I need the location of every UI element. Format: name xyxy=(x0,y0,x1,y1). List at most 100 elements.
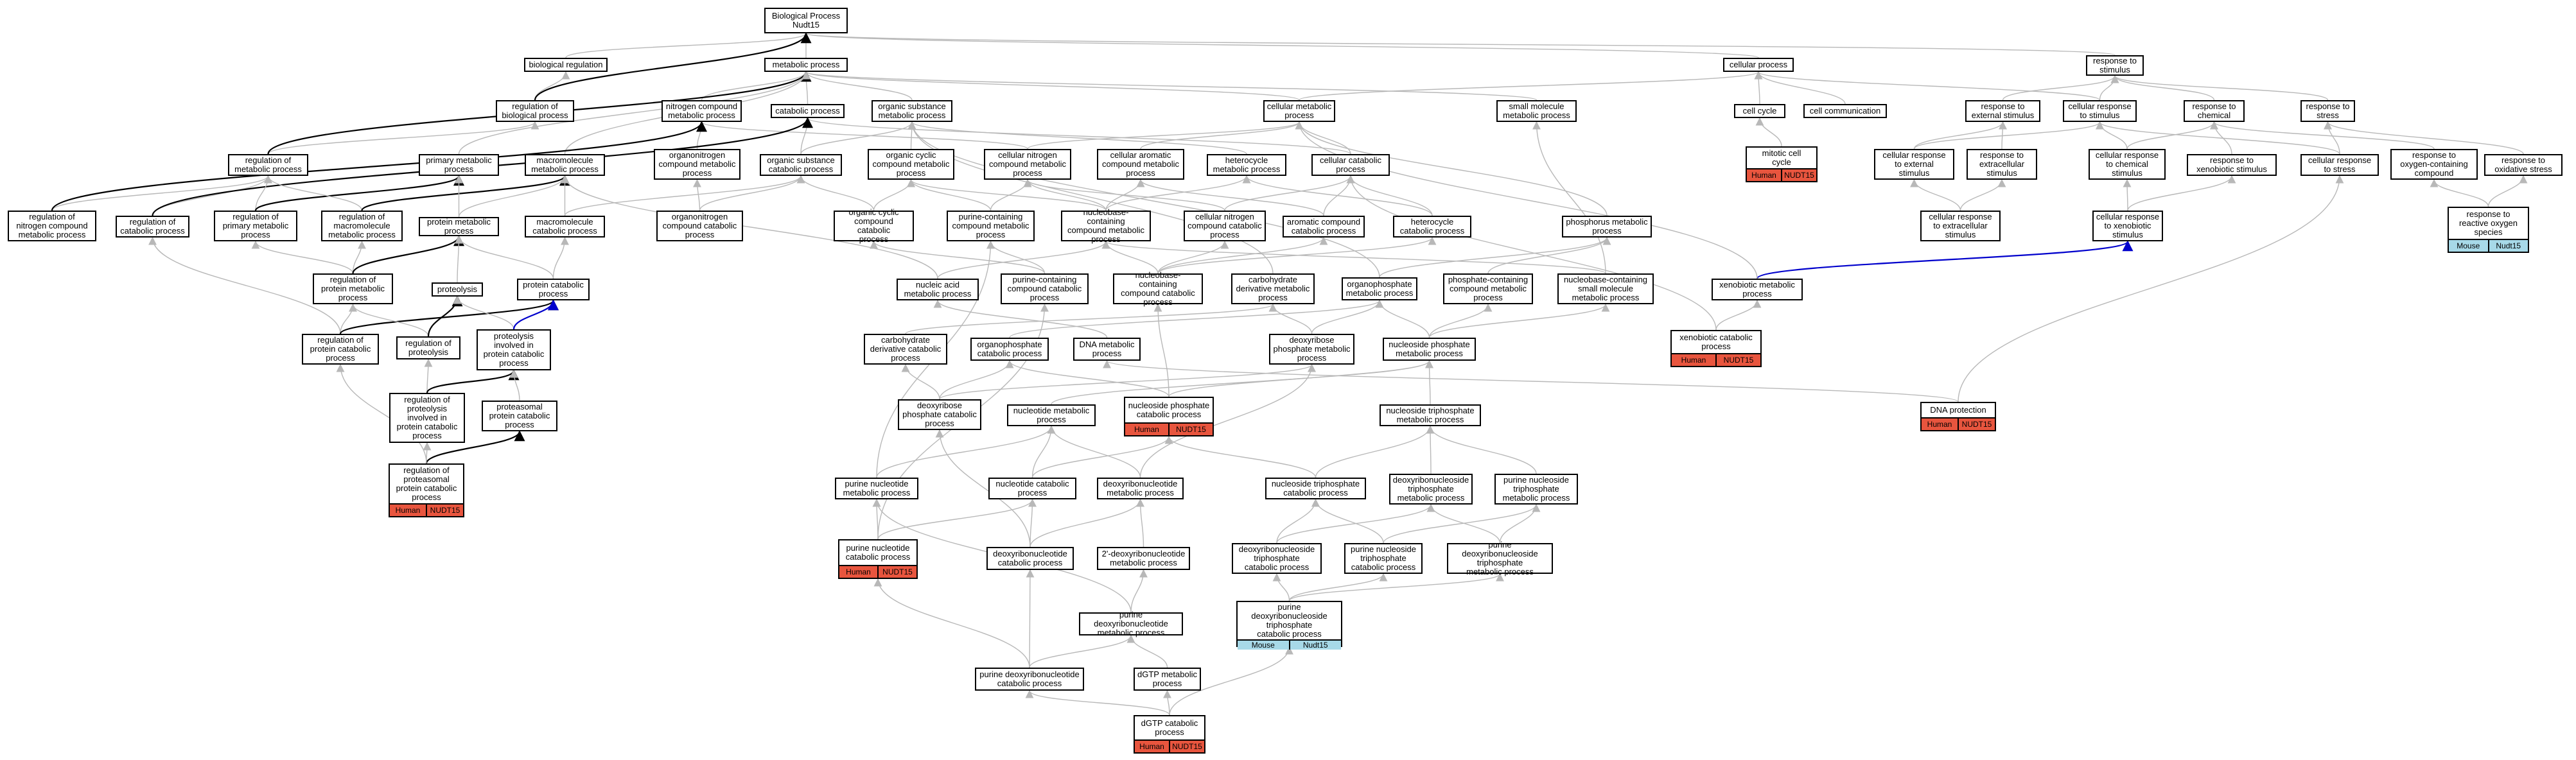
go-term-catabolic-process[interactable]: catabolic process xyxy=(771,104,845,118)
go-term-protein-catabolic-process[interactable]: protein catabolic process xyxy=(517,279,590,300)
go-term-cellular-process[interactable]: cellular process xyxy=(1723,58,1794,72)
go-term-response-to-xenobiotic-stimulus[interactable]: response to xenobiotic stimulus xyxy=(2187,154,2277,176)
go-term-deoxyribonucleoside-triphosphate-metabolic-process[interactable]: deoxyribonucleoside triphosphate metabol… xyxy=(1389,474,1473,505)
go-term-cellular-catabolic-process[interactable]: cellular catabolic process xyxy=(1311,154,1390,176)
go-term-cellular-response-to-xenobiotic-stimulus[interactable]: cellular response to xenobiotic stimulus xyxy=(2092,211,2163,241)
go-term-nucleoside-phosphate-metabolic-process[interactable]: nucleoside phosphate metabolic process xyxy=(1383,338,1476,361)
go-term-purine-deoxyribonucleotide-metabolic-process[interactable]: purine deoxyribonucleotide metabolic pro… xyxy=(1079,610,1183,637)
go-term-response-to-stress[interactable]: response to stress xyxy=(2300,100,2355,122)
go-term-cell-communication[interactable]: cell communication xyxy=(1803,104,1887,118)
go-term-nucleobase-containing-small-molecule-metabolic-process[interactable]: nucleobase-containing small molecule met… xyxy=(1557,273,1654,304)
go-term-phosphate-containing-compound-metabolic-process[interactable]: phosphate-containing compound metabolic … xyxy=(1443,273,1533,304)
go-term-nucleobase-containing-compound-catabolic-process[interactable]: nucleobase-containing compound catabolic… xyxy=(1113,271,1203,307)
go-term-cellular-metabolic-process[interactable]: cellular metabolic process xyxy=(1263,100,1335,122)
go-term-regulation-of-proteolysis-involved-in-protein-catabolic-process[interactable]: regulation of proteolysis involved in pr… xyxy=(389,393,465,443)
go-term-deoxyribonucleotide-metabolic-process[interactable]: deoxyribonucleotide metabolic process xyxy=(1097,478,1184,499)
go-term-purine-nucleotide-metabolic-process[interactable]: purine nucleotide metabolic process xyxy=(835,478,918,499)
go-term-organic-cyclic-compound-metabolic-process[interactable]: organic cyclic compound metabolic proces… xyxy=(868,149,954,180)
go-term-carbohydrate-derivative-metabolic-process[interactable]: carbohydrate derivative metabolic proces… xyxy=(1231,273,1315,304)
go-term-regulation-of-metabolic-process[interactable]: regulation of metabolic process xyxy=(228,154,308,176)
go-term-metabolic-process[interactable]: metabolic process xyxy=(764,58,848,72)
go-term-regulation-of-catabolic-process[interactable]: regulation of catabolic process xyxy=(116,216,189,238)
go-term-primary-metabolic-process[interactable]: primary metabolic process xyxy=(419,154,499,176)
go-term-regulation-of-proteasomal-protein-catabolic-process[interactable]: regulation of proteasomal protein catabo… xyxy=(389,463,464,517)
go-term-organic-cyclic-compound-catabolic-process[interactable]: organic cyclic compound catabolic proces… xyxy=(834,208,914,244)
go-term-response-to-external-stimulus[interactable]: response to external stimulus xyxy=(1965,100,2040,122)
go-term-dna-metabolic-process[interactable]: DNA metabolic process xyxy=(1073,338,1141,361)
edge-organic_cyclic_compound_catabolic_process-to-organic_substance_catabolic_process xyxy=(796,175,875,211)
go-term-response-to-extracellular-stimulus[interactable]: response to extracellular stimulus xyxy=(1967,149,2037,180)
go-term-organonitrogen-compound-metabolic-process[interactable]: organonitrogen compound metabolic proces… xyxy=(654,149,740,180)
go-term-cellular-response-to-stress[interactable]: cellular response to stress xyxy=(2300,154,2379,176)
go-term-cellular-response-to-stimulus[interactable]: cellular response to stimulus xyxy=(2063,100,2137,122)
go-term-phosphorus-metabolic-process[interactable]: phosphorus metabolic process xyxy=(1562,216,1652,238)
go-term-regulation-of-macromolecule-metabolic-process[interactable]: regulation of macromolecule metabolic pr… xyxy=(321,211,403,241)
go-term-macromolecule-catabolic-process[interactable]: macromolecule catabolic process xyxy=(525,216,605,238)
go-term-nitrogen-compound-metabolic-process[interactable]: nitrogen compound metabolic process xyxy=(662,100,742,122)
go-term-nucleobase-containing-compound-metabolic-process[interactable]: nucleobase-containing compound metabolic… xyxy=(1061,208,1151,244)
go-term-xenobiotic-metabolic-process[interactable]: xenobiotic metabolic process xyxy=(1712,279,1803,300)
go-term-cellular-response-to-external-stimulus[interactable]: cellular response to external stimulus xyxy=(1874,149,1954,180)
go-term-proteolysis[interactable]: proteolysis xyxy=(432,282,483,297)
go-term-purine-containing-compound-catabolic-process[interactable]: purine-containing compound catabolic pro… xyxy=(1001,273,1089,304)
go-term-organic-substance-catabolic-process[interactable]: organic substance catabolic process xyxy=(760,154,842,176)
go-term-root[interactable]: Biological Process Nudt15 xyxy=(764,8,848,33)
go-term-cellular-response-to-chemical-stimulus[interactable]: cellular response to chemical stimulus xyxy=(2089,149,2166,180)
go-term-small-molecule-metabolic-process[interactable]: small molecule metabolic process xyxy=(1496,100,1577,122)
go-term-organophosphate-catabolic-process[interactable]: organophosphate catabolic process xyxy=(970,338,1049,361)
go-term-cellular-nitrogen-compound-metabolic-process[interactable]: cellular nitrogen compound metabolic pro… xyxy=(984,149,1071,180)
go-term-deoxyribose-phosphate-catabolic-process[interactable]: deoxyribose phosphate catabolic process xyxy=(898,399,981,430)
go-term-organic-substance-metabolic-process[interactable]: organic substance metabolic process xyxy=(872,100,952,122)
go-term-deoxyribonucleotide-catabolic-process[interactable]: deoxyribonucleotide catabolic process xyxy=(986,547,1074,570)
go-term-deoxyribose-phosphate-metabolic-process[interactable]: deoxyribose phosphate metabolic process xyxy=(1269,334,1354,365)
go-term-nucleoside-triphosphate-metabolic-process[interactable]: nucleoside triphosphate metabolic proces… xyxy=(1380,404,1481,426)
go-term-regulation-of-primary-metabolic-process[interactable]: regulation of primary metabolic process xyxy=(214,211,297,241)
go-term-purine-deoxyribonucleoside-triphosphate-catabolic-process[interactable]: purine deoxyribonucleoside triphosphate … xyxy=(1236,601,1342,650)
go-term-aromatic-compound-catabolic-process[interactable]: aromatic compound catabolic process xyxy=(1283,216,1365,238)
go-term-carbohydrate-derivative-catabolic-process[interactable]: carbohydrate derivative catabolic proces… xyxy=(864,334,947,365)
go-term-nucleotide-catabolic-process[interactable]: nucleotide catabolic process xyxy=(988,478,1076,499)
go-term-regulation-of-nitrogen-compound-metabolic-process[interactable]: regulation of nitrogen compound metaboli… xyxy=(8,211,96,241)
go-term-response-to-oxygen-containing-compound[interactable]: response to oxygen-containing compound xyxy=(2390,149,2478,180)
go-term-macromolecule-metabolic-process[interactable]: macromolecule metabolic process xyxy=(525,154,605,176)
go-term-purine-deoxyribonucleoside-triphosphate-metabolic-process[interactable]: purine deoxyribonucleoside triphosphate … xyxy=(1447,540,1553,576)
go-term-regulation-of-protein-catabolic-process[interactable]: regulation of protein catabolic process xyxy=(302,334,379,365)
go-term-regulation-of-proteolysis[interactable]: regulation of proteolysis xyxy=(396,336,460,359)
go-term-two-deoxyribonucleotide-metabolic-process[interactable]: 2'-deoxyribonucleotide metabolic process xyxy=(1097,547,1190,570)
go-term-organophosphate-metabolic-process[interactable]: organophosphate metabolic process xyxy=(1342,277,1417,300)
species-badge: Human xyxy=(390,505,426,516)
go-term-regulation-of-biological-process[interactable]: regulation of biological process xyxy=(496,100,574,122)
go-term-purine-nucleoside-triphosphate-metabolic-process[interactable]: purine nucleoside triphosphate metabolic… xyxy=(1494,474,1578,505)
go-term-nucleoside-triphosphate-catabolic-process[interactable]: nucleoside triphosphate catabolic proces… xyxy=(1265,478,1366,499)
go-term-cellular-nitrogen-compound-catabolic-process[interactable]: cellular nitrogen compound catabolic pro… xyxy=(1184,211,1266,241)
go-term-biological-regulation[interactable]: biological regulation xyxy=(524,58,608,72)
go-term-dgtp-metabolic-process[interactable]: dGTP metabolic process xyxy=(1134,668,1201,691)
go-term-response-to-stimulus[interactable]: response to stimulus xyxy=(2086,55,2144,76)
go-term-proteasomal-protein-catabolic-process[interactable]: proteasomal protein catabolic process xyxy=(482,401,557,431)
go-term-response-to-oxidative-stress[interactable]: response to oxidative stress xyxy=(2484,154,2563,176)
go-term-purine-deoxyribonucleotide-catabolic-process[interactable]: purine deoxyribonucleotide catabolic pro… xyxy=(975,668,1084,691)
go-term-deoxyribonucleoside-triphosphate-catabolic-process[interactable]: deoxyribonucleoside triphosphate catabol… xyxy=(1232,543,1322,574)
go-term-purine-nucleoside-triphosphate-catabolic-process[interactable]: purine nucleoside triphosphate catabolic… xyxy=(1344,543,1423,574)
go-term-purine-containing-compound-metabolic-process[interactable]: purine-containing compound metabolic pro… xyxy=(947,211,1035,241)
go-term-cellular-response-to-extracellular-stimulus[interactable]: cellular response to extracellular stimu… xyxy=(1920,211,2001,241)
go-term-label: dGTP catabolic process xyxy=(1141,718,1198,737)
go-term-nucleotide-metabolic-process[interactable]: nucleotide metabolic process xyxy=(1007,404,1096,426)
go-term-cellular-aromatic-compound-metabolic-process[interactable]: cellular aromatic compound metabolic pro… xyxy=(1097,149,1184,180)
go-term-response-to-chemical[interactable]: response to chemical xyxy=(2184,100,2245,122)
go-term-proteolysis-involved-in-protein-catabolic-process[interactable]: proteolysis involved in protein cataboli… xyxy=(477,329,551,370)
go-term-heterocycle-metabolic-process[interactable]: heterocycle metabolic process xyxy=(1207,154,1286,176)
go-term-cell-cycle[interactable]: cell cycle xyxy=(1734,104,1785,118)
go-term-protein-metabolic-process[interactable]: protein metabolic process xyxy=(419,217,499,236)
go-term-regulation-of-protein-metabolic-process[interactable]: regulation of protein metabolic process xyxy=(313,273,393,304)
go-term-nucleic-acid-metabolic-process[interactable]: nucleic acid metabolic process xyxy=(897,279,979,300)
go-term-organonitrogen-compound-catabolic-process[interactable]: organonitrogen compound catabolic proces… xyxy=(656,211,743,241)
go-term-heterocycle-catabolic-process[interactable]: heterocycle catabolic process xyxy=(1393,216,1471,238)
